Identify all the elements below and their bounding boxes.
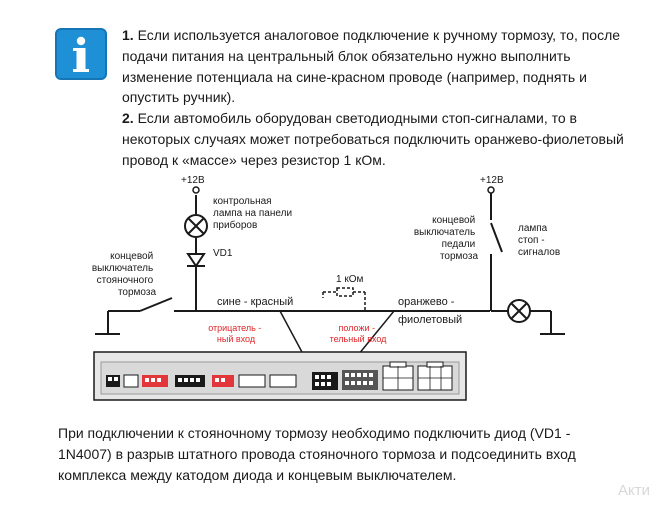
terminal-left xyxy=(192,186,200,194)
resistor-label: 1 кОм xyxy=(336,274,363,285)
stop-lamp-label: лампа стоп - сигналов xyxy=(518,223,560,258)
v12-left-label: +12В xyxy=(181,175,205,186)
connector-2 xyxy=(123,374,139,388)
connector-input xyxy=(312,372,338,390)
pedal-switch xyxy=(490,193,503,311)
resistor-1kohm xyxy=(322,287,366,311)
note-item-2: 2. Если автомобиль оборудован светодиодн… xyxy=(122,110,624,168)
blue-red-wire-label: сине - красный xyxy=(217,296,293,308)
central-unit xyxy=(93,351,467,401)
panel-lamp-icon xyxy=(184,214,208,238)
positive-input-label: положи - тельный вход xyxy=(330,323,388,344)
stop-lamp-icon xyxy=(507,299,531,323)
vd1-label: VD1 xyxy=(213,248,233,259)
ground-left xyxy=(95,310,140,335)
ground-right xyxy=(530,310,565,335)
negative-input-label: отрицатель - ный вход xyxy=(208,323,264,344)
orange-violet-wire-label: оранжево - фиолетовый xyxy=(398,296,462,326)
terminal-right xyxy=(487,186,495,194)
note-item-1: 1. Если используется аналоговое подключе… xyxy=(122,27,621,106)
footer-note: При подключении к стояночному тормозу не… xyxy=(58,425,576,483)
panel-lamp-label: контрольная лампа на панели приборов xyxy=(213,196,295,231)
wiring-diagram: +12В контрольная лампа на панели приборо… xyxy=(92,175,565,401)
connector-3 xyxy=(238,374,266,388)
connector-4 xyxy=(269,374,297,388)
info-icon xyxy=(55,28,107,80)
watermark: Акти xyxy=(618,482,650,499)
info-note: 1. Если используется аналоговое подключе… xyxy=(122,25,642,171)
parking-switch-label: концевой выключатель стояночного тормоза xyxy=(92,251,157,298)
v12-right-label: +12В xyxy=(480,175,504,186)
parking-brake-switch xyxy=(139,297,196,312)
diode-vd1-icon xyxy=(186,253,206,268)
pedal-switch-label: концевой выключатель педали тормоза xyxy=(414,215,479,262)
